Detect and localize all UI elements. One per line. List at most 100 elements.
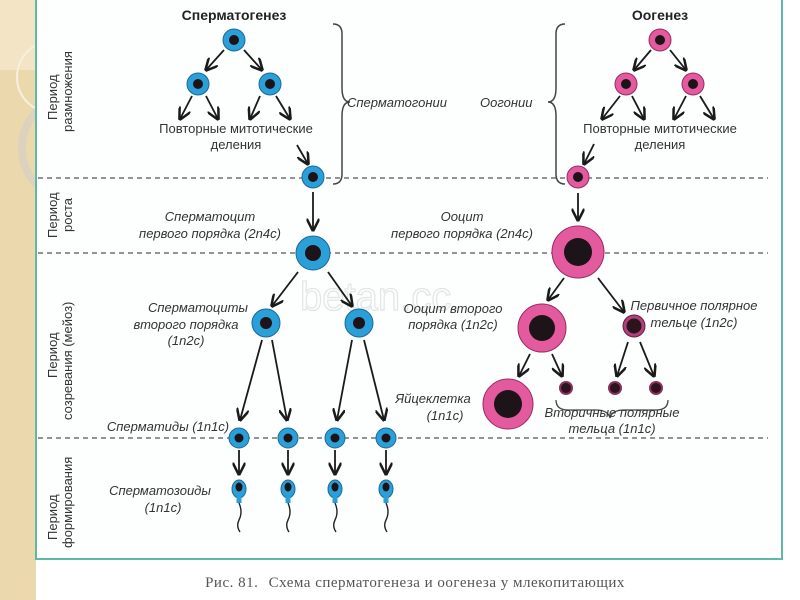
arrow [243,49,262,70]
sperm-cells [186,28,397,449]
oo-mitosis-label: деления [635,137,686,152]
arrow [631,95,644,119]
spermatogonia-brace [332,23,351,185]
oogonia-brace [547,23,566,185]
spermatozoa-label: (1n1c) [145,500,182,515]
arrow [180,95,193,119]
oocyte2-label: Ооцит второго [404,301,503,316]
oocyte-1st-order [551,225,605,279]
polar1-label: тельце (1n2c) [651,315,738,330]
spermatogonium [186,72,210,96]
arrow [602,95,621,119]
polar1-label: Первичное полярное [630,298,757,313]
arrow [275,95,290,119]
polar2-label: Вторичные полярные [545,405,680,420]
oogonium [648,28,672,52]
arrow [272,271,299,306]
spermatozoon [280,479,296,533]
sperm-mitosis-label: Повторные митотические [159,121,313,136]
arrow [551,353,562,376]
spermatocyte2-label: Сперматоциты [148,300,248,315]
arrow [548,277,565,300]
oogonium [681,72,705,96]
polar-bodies-brace [555,399,669,419]
oogonium [614,72,638,96]
period-label: Период [45,494,60,540]
polar2-label: тельца (1n1c) [568,421,655,436]
period-dividers [38,177,768,439]
oocyte1-label: Ооцит [441,209,484,224]
egg-label: (1n1c) [427,408,464,423]
spermatogonia-label: Сперматогонии [347,95,447,110]
figure-number: Рис. 81. [205,575,259,591]
primary-polar-body [622,314,646,338]
arrow [617,341,629,376]
period-label: размножения [60,51,75,132]
secondary-polar-body [649,381,663,395]
arrow [669,49,686,70]
oocyte1-label: первого порядка (2n4c) [391,226,533,241]
arrow [240,339,263,420]
spermatozoon [378,479,394,533]
arrow [296,144,308,164]
oogonium [566,165,590,189]
arrow [597,277,624,312]
arrow [639,341,654,376]
period-label: Период [45,192,60,238]
period-label: созревания (мейоз) [60,302,75,420]
figure-caption-text: Схема сперматогенеза и оогенеза у млекоп… [268,575,625,591]
arrow [206,49,225,70]
arrow [674,95,687,119]
spermatocyte2-label: (1n2c) [168,333,205,348]
arrow [327,271,352,306]
figure-frame [35,0,783,560]
spermatozoon [231,479,247,533]
spermatozoon [327,479,343,533]
arrow [205,95,218,119]
oo-mitosis-label: Повторные митотические [583,121,737,136]
egg-label: Яйцеклетка [394,391,471,406]
oogenesis-title: Оогенез [632,7,688,23]
arrow [271,339,287,420]
period-label: Период [45,332,60,378]
egg-cells [482,28,705,430]
secondary-polar-body [559,381,573,395]
spermatid [228,427,250,449]
spermatocyte1-label: Сперматоцит [165,209,256,224]
sperm-mitosis-label: деления [211,137,262,152]
watermark: betan.cc [300,275,451,319]
spermatogenesis-title: Сперматогенез [182,7,287,23]
period-label: формирования [60,457,75,548]
spermatocyte-1st-order [295,235,331,271]
spermatid [324,427,346,449]
arrow [699,95,714,119]
arrows [180,49,714,474]
spermatogonium [258,72,282,96]
figure-caption: Рис. 81. Схема сперматогенеза и оогенеза… [0,575,800,592]
arrow [584,143,595,164]
spermatozoa-label: Сперматозоиды [109,483,211,498]
spermatids-label: Сперматиды (1n1c) [107,419,229,434]
spermatogonium [301,165,325,189]
oogonia-label: Оогонии [480,95,532,110]
spermatocyte-2nd-order [344,308,374,338]
arrow [250,95,261,119]
arrow [634,49,652,70]
spermatocyte1-label: первого порядка (2n4c) [139,226,281,241]
labels: Повторные митотические деления Повторные… [107,95,758,515]
spermatozoa [231,479,394,533]
spermatogonium [222,28,246,52]
left-decoration [0,0,36,600]
spermatid [277,427,299,449]
arrow [519,353,531,376]
oocyte-2nd-order [517,303,567,353]
period-label: роста [60,197,75,232]
secondary-polar-body [608,381,622,395]
period-label: Период [45,74,60,120]
egg-cell [482,378,534,430]
arrow [337,339,353,420]
spermatid [375,427,397,449]
spermatocyte2-label: второго порядка [133,317,238,332]
period-labels: Период размножения Период роста Период с… [45,51,75,548]
